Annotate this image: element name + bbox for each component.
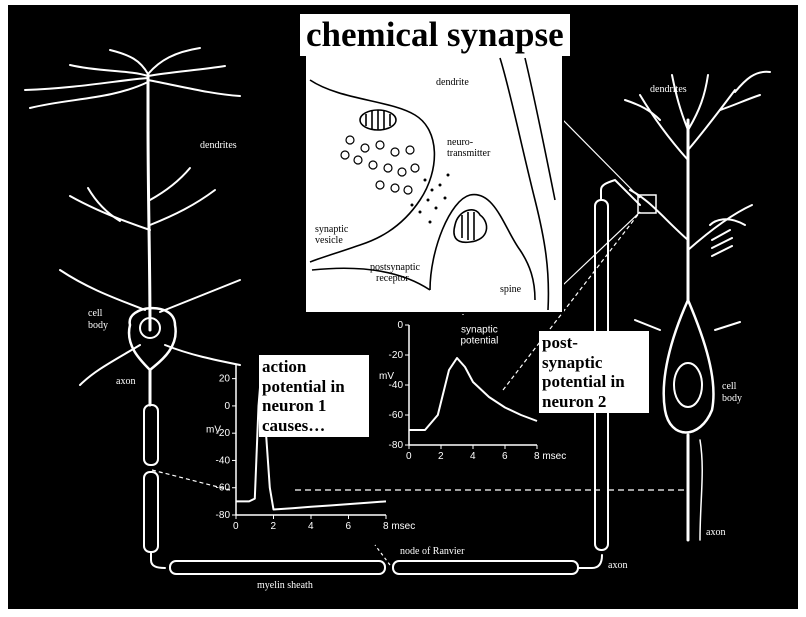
synapse-inset: dendrite neuro- transmitter synaptic ves… <box>305 53 563 313</box>
callout-pre-line: action <box>262 357 366 377</box>
label-axon-left: axon <box>116 376 135 387</box>
psp-ytick-label: -20 <box>389 350 404 361</box>
label-dendrite: dendrite <box>436 77 469 88</box>
label-spine: spine <box>500 284 522 295</box>
label-receptor-2: receptor <box>376 273 409 284</box>
ap-ytick-label: 20 <box>219 374 231 385</box>
psp-ytick-label: -60 <box>389 410 404 421</box>
psp-xtick-label: 4 <box>470 451 476 462</box>
label-vesicle-1: synaptic <box>315 224 349 235</box>
psp-xtick-label: 6 <box>502 451 508 462</box>
psp-xtick-label: 0 <box>406 451 412 462</box>
label-nt-2: transmitter <box>447 148 491 159</box>
ap-ytick-label: 0 <box>224 401 230 412</box>
right-neuron <box>625 72 770 540</box>
ap-xtick-label: 6 <box>346 521 352 532</box>
psp-annotation: synaptic <box>461 325 498 336</box>
label-cell-left-1: cell <box>88 308 103 319</box>
label-cell-right-2: body <box>722 393 742 404</box>
ap-xtick-label: 4 <box>308 521 314 532</box>
ap-xtick-label: 8 msec <box>383 521 415 532</box>
callout-postsynaptic-potential: post- synaptic potential in neuron 2 <box>539 331 649 413</box>
label-nt-1: neuro- <box>447 137 473 148</box>
psp-ylabel: mV <box>379 371 394 382</box>
psp-ytick-label: 0 <box>397 320 403 331</box>
ap-xtick-label: 0 <box>233 521 239 532</box>
label-axon-right: axon <box>706 527 725 538</box>
label-receptor-1: postsynaptic <box>370 262 421 273</box>
callout-post-line: post- <box>542 333 646 353</box>
psp-ytick-label: -80 <box>389 440 404 451</box>
ap-ytick-label: -40 <box>216 455 231 466</box>
label-node: node of Ranvier <box>400 546 465 557</box>
ap-ytick-label: -80 <box>216 510 231 521</box>
callout-post-line: neuron 2 <box>542 392 646 412</box>
callout-pre-line: neuron 1 <box>262 396 366 416</box>
label-myelin: myelin sheath <box>257 580 313 591</box>
callout-post-line: synaptic <box>542 353 646 373</box>
psp-series-line <box>409 358 537 430</box>
label-dendrites-right: dendrites <box>650 84 687 95</box>
label-cell-right-1: cell <box>722 381 737 392</box>
label-dendrites-left: dendrites <box>200 140 237 151</box>
label-axon-mid: axon <box>608 560 627 571</box>
callout-pre-line: potential in <box>262 377 366 397</box>
label-vesicle-2: vesicle <box>315 235 343 246</box>
psp-annotation: potential <box>460 336 498 347</box>
callout-post-line: potential in <box>542 372 646 392</box>
page-title: chemical synapse <box>300 14 570 56</box>
callout-pre-line: causes… <box>262 416 366 436</box>
psp-xtick-label: 2 <box>438 451 444 462</box>
ap-ylabel: mV <box>206 425 221 436</box>
label-cell-left-2: body <box>88 320 108 331</box>
callout-action-potential: action potential in neuron 1 causes… <box>259 355 369 437</box>
ap-xtick-label: 2 <box>271 521 277 532</box>
ap-ytick-label: -60 <box>216 483 231 494</box>
psp-xtick-label: 8 msec <box>534 451 566 462</box>
